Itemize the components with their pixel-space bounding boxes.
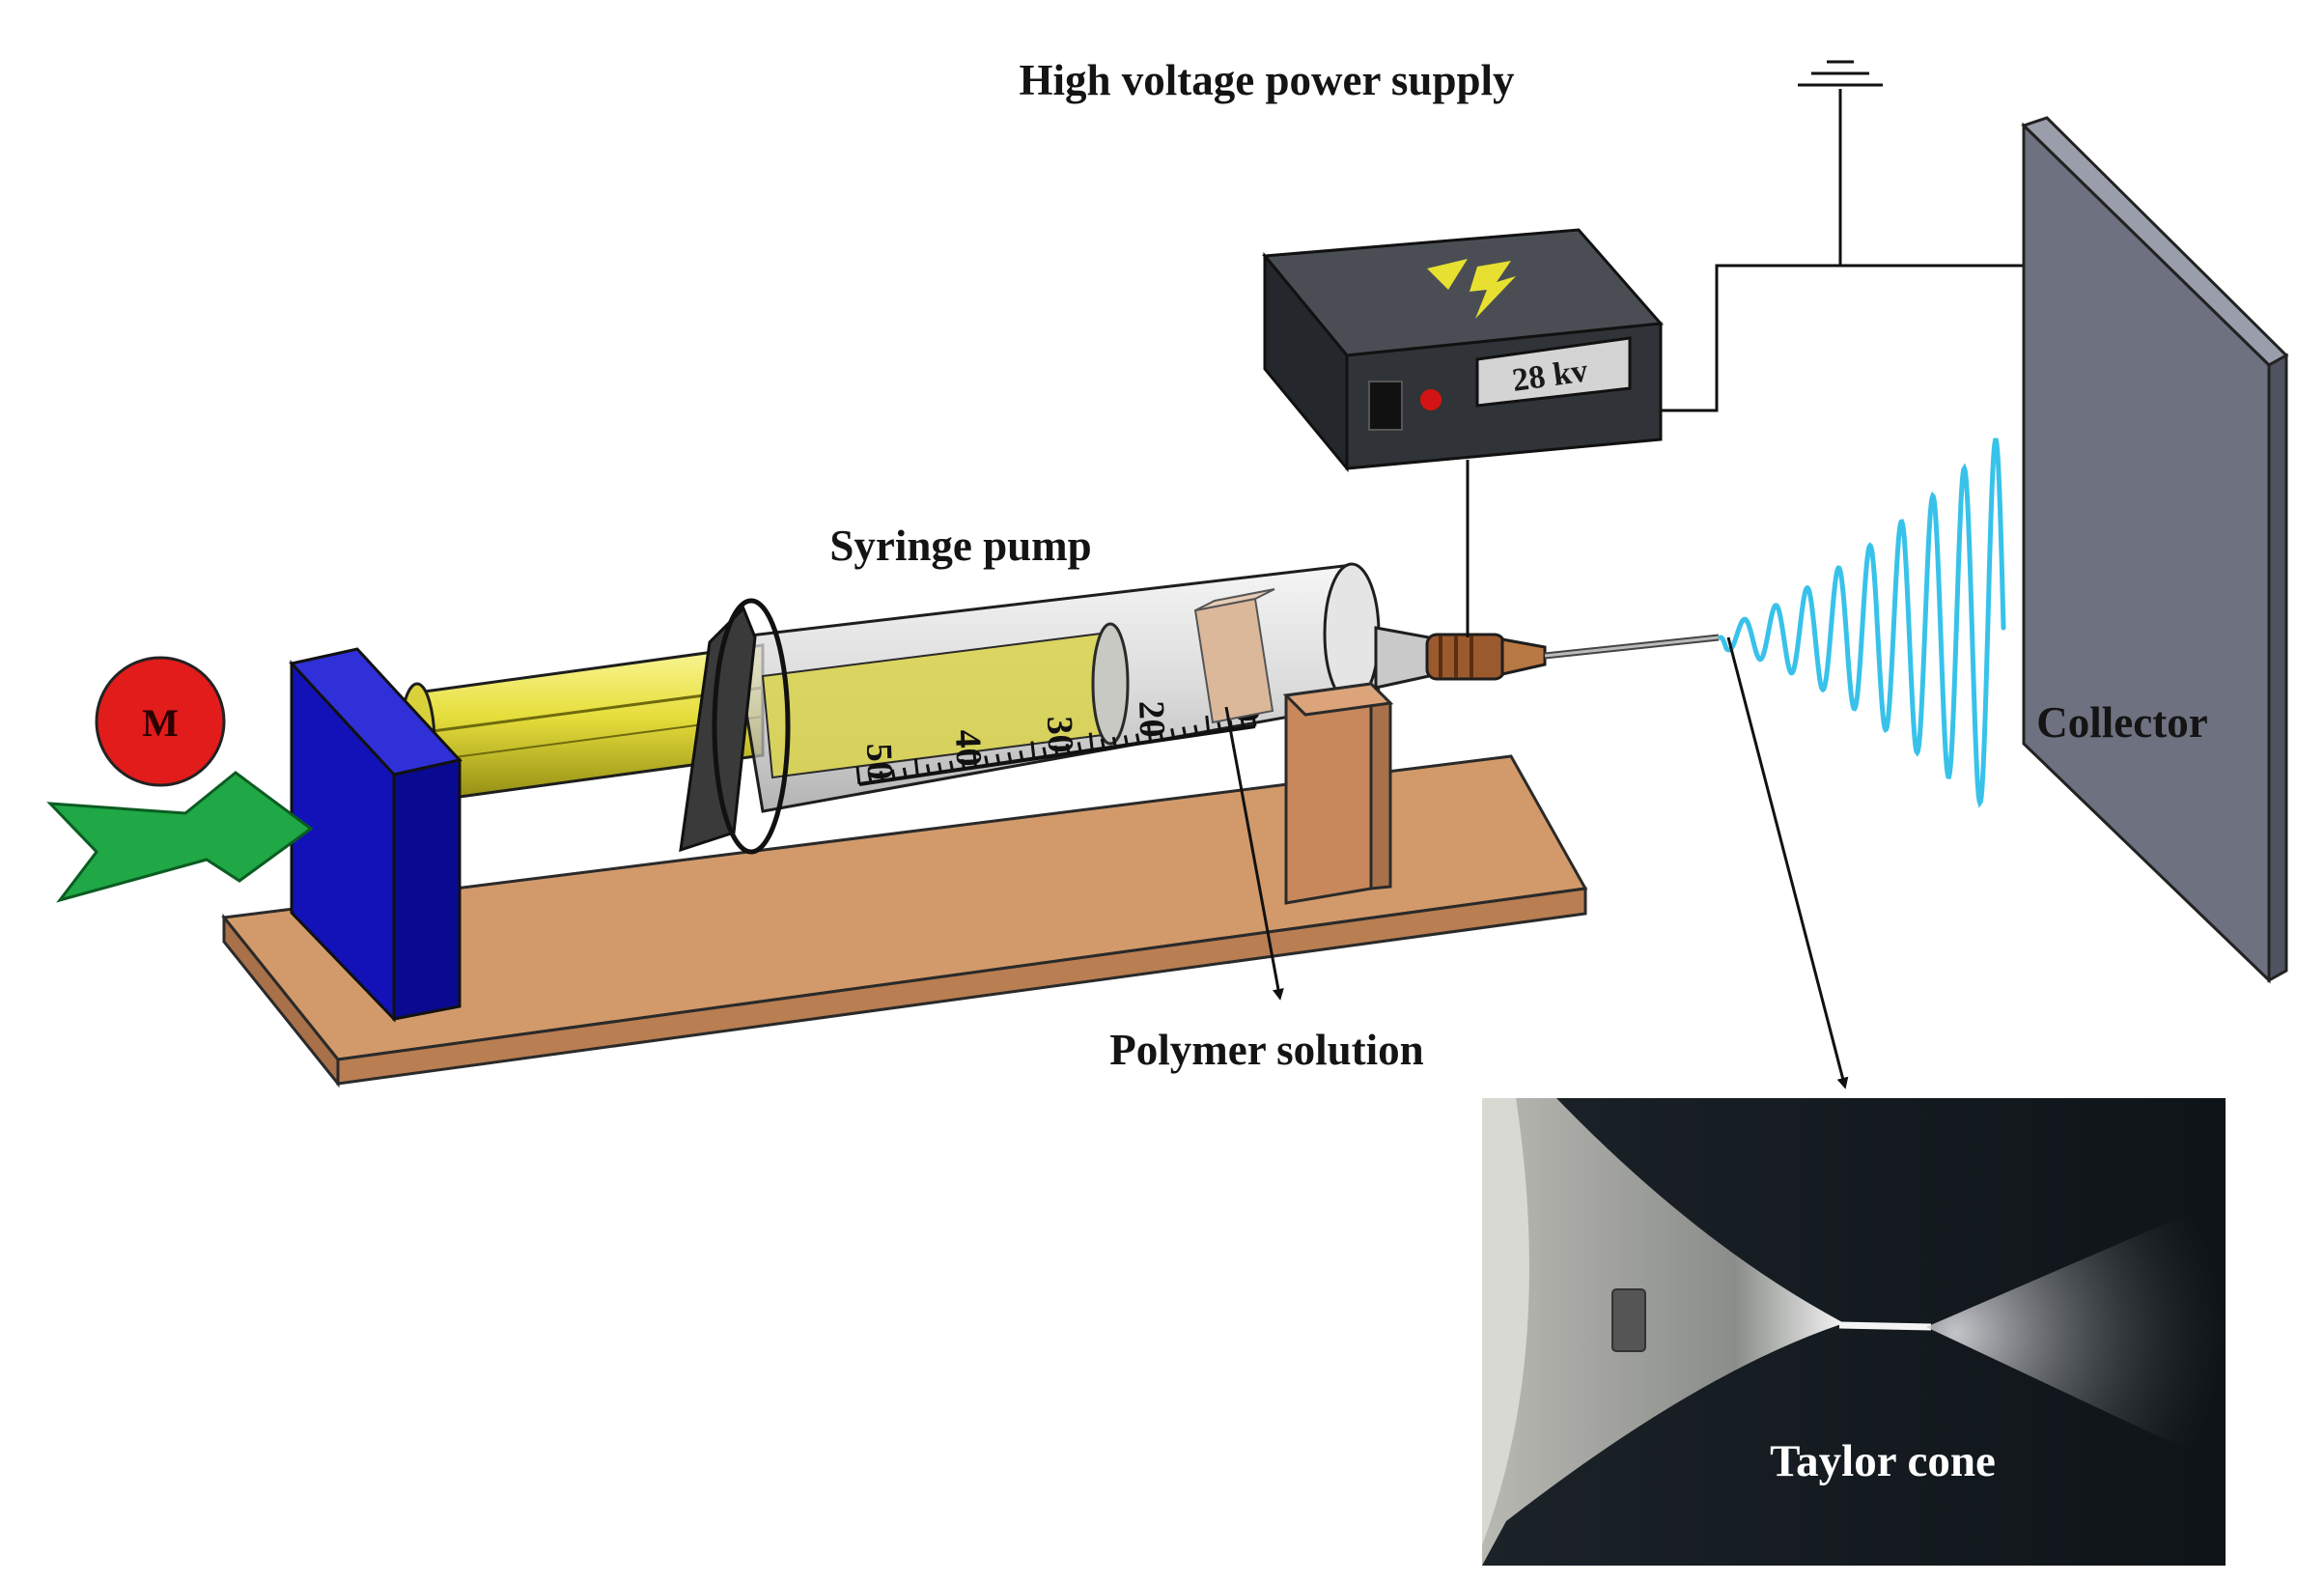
scale-tick xyxy=(972,749,978,768)
lightning-hazard-icon xyxy=(1427,259,1516,319)
scale-tick xyxy=(1030,741,1036,759)
scale-label-20: 20 xyxy=(1131,700,1172,738)
power-led xyxy=(1418,387,1443,412)
power-supply-box: 28 kv xyxy=(1262,228,1665,473)
motor-circle-icon xyxy=(95,656,226,787)
pusher-block xyxy=(289,647,462,1023)
scale-tick xyxy=(1088,732,1094,750)
scale-tick xyxy=(1193,724,1199,736)
scale-tick xyxy=(995,753,1001,765)
scale-label-40: 40 xyxy=(947,729,989,767)
scale-tick xyxy=(1111,736,1117,748)
scale-tick xyxy=(879,771,884,781)
green-arrow-icon xyxy=(46,771,314,903)
collector-label: Collector xyxy=(2036,698,2207,747)
motor-label: M xyxy=(142,701,179,745)
syringe-pump-label: Syringe pump xyxy=(829,522,1091,570)
taylor-cone-photo: Taylor cone xyxy=(1482,1098,2226,1566)
scale-tick xyxy=(948,760,954,772)
scale-tick xyxy=(902,767,908,778)
scale-tick xyxy=(1065,743,1071,754)
scale-tick xyxy=(1205,715,1211,734)
scale-tick xyxy=(1217,720,1222,732)
scale-tick xyxy=(1159,729,1164,741)
scale-label-50: 50 xyxy=(858,743,900,780)
scale-tick xyxy=(1251,716,1257,727)
scale-tick xyxy=(1053,745,1059,756)
power-supply-label: High voltage power supply xyxy=(1020,56,1515,104)
scale-tick xyxy=(1182,726,1188,737)
scale-tick xyxy=(984,755,990,766)
scale-tick xyxy=(890,769,896,780)
power-switch xyxy=(1368,381,1403,431)
scale-tick xyxy=(913,758,919,777)
scale-tick xyxy=(1007,751,1013,763)
collector-plate xyxy=(2021,116,2289,984)
scale-tick xyxy=(1134,733,1140,744)
scale-label-30: 30 xyxy=(1039,716,1080,753)
taylor-cone-label: Taylor cone xyxy=(1770,1436,1996,1486)
scale-tick xyxy=(867,772,873,783)
scale-tick xyxy=(1100,738,1106,749)
polymer-solution-label: Polymer solution xyxy=(1109,1026,1423,1074)
ground-symbol-icon xyxy=(1798,60,1883,87)
scale-tick xyxy=(1240,718,1246,729)
scale-tick xyxy=(855,766,861,785)
scale-tick xyxy=(1170,728,1176,739)
pointer-arrows xyxy=(1224,636,1849,1089)
scale-tick xyxy=(925,764,931,775)
motor: M xyxy=(95,656,226,787)
polymer-solution-block xyxy=(1193,588,1275,724)
scale-tick xyxy=(1077,742,1082,752)
pump-base xyxy=(221,754,1588,1088)
scale-tick xyxy=(937,762,942,773)
scale-tick xyxy=(1042,747,1048,758)
scale-tick xyxy=(1019,749,1024,761)
wires xyxy=(1466,89,2024,637)
voltage-display xyxy=(1475,336,1632,408)
syringe-needle xyxy=(1374,626,1720,690)
scale-tick xyxy=(1146,723,1152,743)
syringe-stand xyxy=(1282,680,1394,905)
scale-tick xyxy=(961,758,966,770)
scale-tick xyxy=(1123,735,1129,746)
polymer-jet xyxy=(1718,438,2006,808)
